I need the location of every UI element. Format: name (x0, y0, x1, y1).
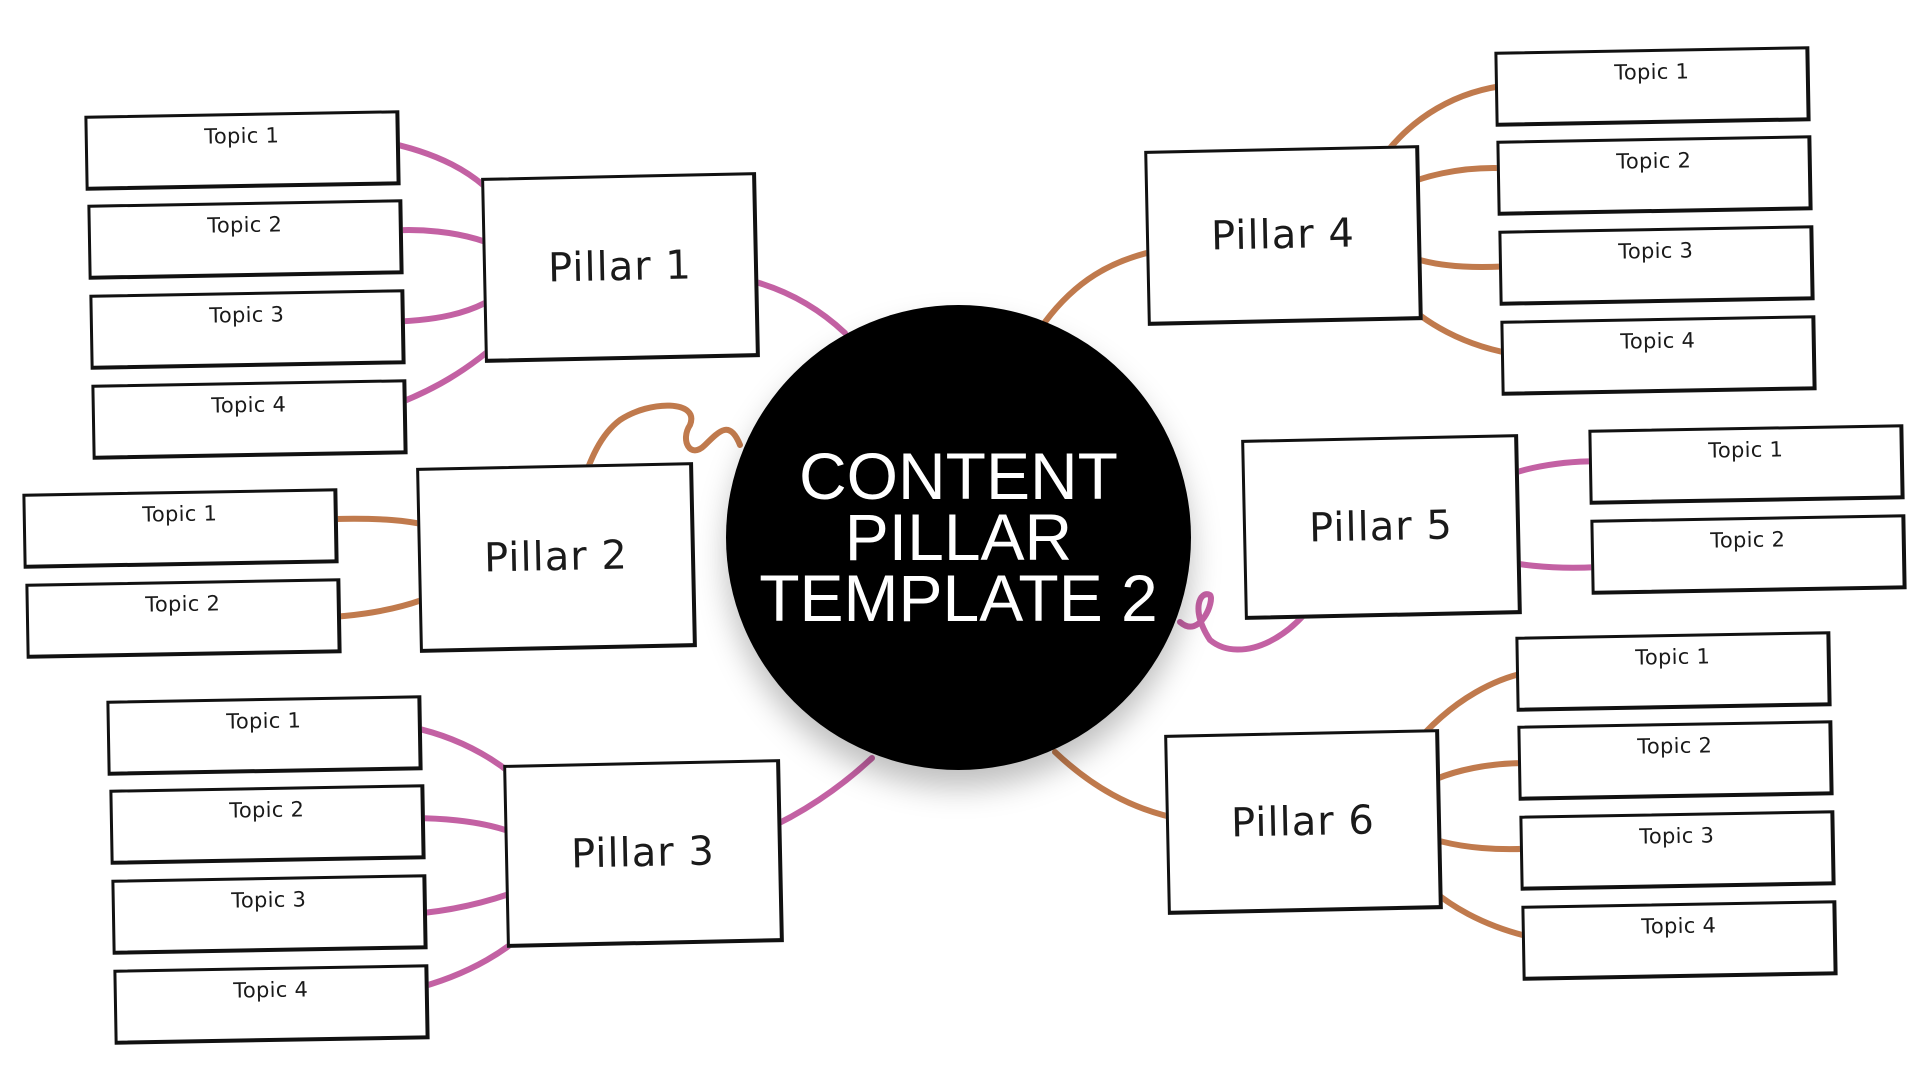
pillar-4-topic-4: Topic 4 (1500, 315, 1817, 396)
pillar-2-topic-1: Topic 1 (22, 488, 339, 569)
pillar-4-label: Pillar 4 (1210, 210, 1356, 260)
pillar-6-box: Pillar 6 (1164, 729, 1443, 915)
pillar-1-topic-3: Topic 3 (89, 289, 406, 370)
pillar-3-topic-1: Topic 1 (106, 695, 423, 776)
pillar-5-topic-2: Topic 2 (1590, 514, 1907, 595)
pillar-6-topic-1: Topic 1 (1515, 631, 1832, 712)
pillar-3-label: Pillar 3 (570, 828, 716, 878)
central-title-circle: CONTENT PILLAR TEMPLATE 2 (726, 305, 1191, 770)
title-line-2: PILLAR (844, 500, 1073, 575)
pillar-5-topic-1: Topic 1 (1588, 424, 1905, 505)
pillar-3-topic-2: Topic 2 (109, 784, 426, 865)
pillar-1-label: Pillar 1 (547, 242, 693, 292)
pillar-3-topic-3: Topic 3 (111, 874, 428, 955)
pillar-1-topic-4: Topic 4 (91, 379, 408, 460)
pillar-4-box: Pillar 4 (1144, 145, 1423, 326)
pillar-4-topic-1: Topic 1 (1494, 46, 1811, 127)
pillar-6-topic-2: Topic 2 (1517, 720, 1834, 801)
pillar-1-topic-2: Topic 2 (87, 199, 404, 280)
pillar-2-topic-2: Topic 2 (25, 578, 342, 659)
pillar-1-topic-1: Topic 1 (84, 110, 401, 191)
title-line-3: TEMPLATE 2 (759, 560, 1158, 635)
pillar-5-box: Pillar 5 (1241, 434, 1522, 620)
pillar-3-topic-4: Topic 4 (113, 964, 430, 1045)
pillar-4-arrow (1042, 224, 1196, 325)
title-line-1: CONTENT (799, 439, 1118, 514)
pillar-6-topic-3: Topic 3 (1519, 810, 1836, 891)
pillar-6-label: Pillar 6 (1230, 797, 1376, 847)
pillar-2-label: Pillar 2 (483, 532, 629, 582)
pillar-6-topic-4: Topic 4 (1521, 900, 1838, 981)
pillar-2-box: Pillar 2 (416, 462, 697, 653)
pillar-1-box: Pillar 1 (481, 172, 760, 363)
pillar-5-label: Pillar 5 (1308, 502, 1454, 552)
pillar-4-topic-3: Topic 3 (1498, 225, 1815, 306)
pillar-4-topic-2: Topic 2 (1496, 135, 1813, 216)
pillar-3-box: Pillar 3 (503, 759, 784, 948)
